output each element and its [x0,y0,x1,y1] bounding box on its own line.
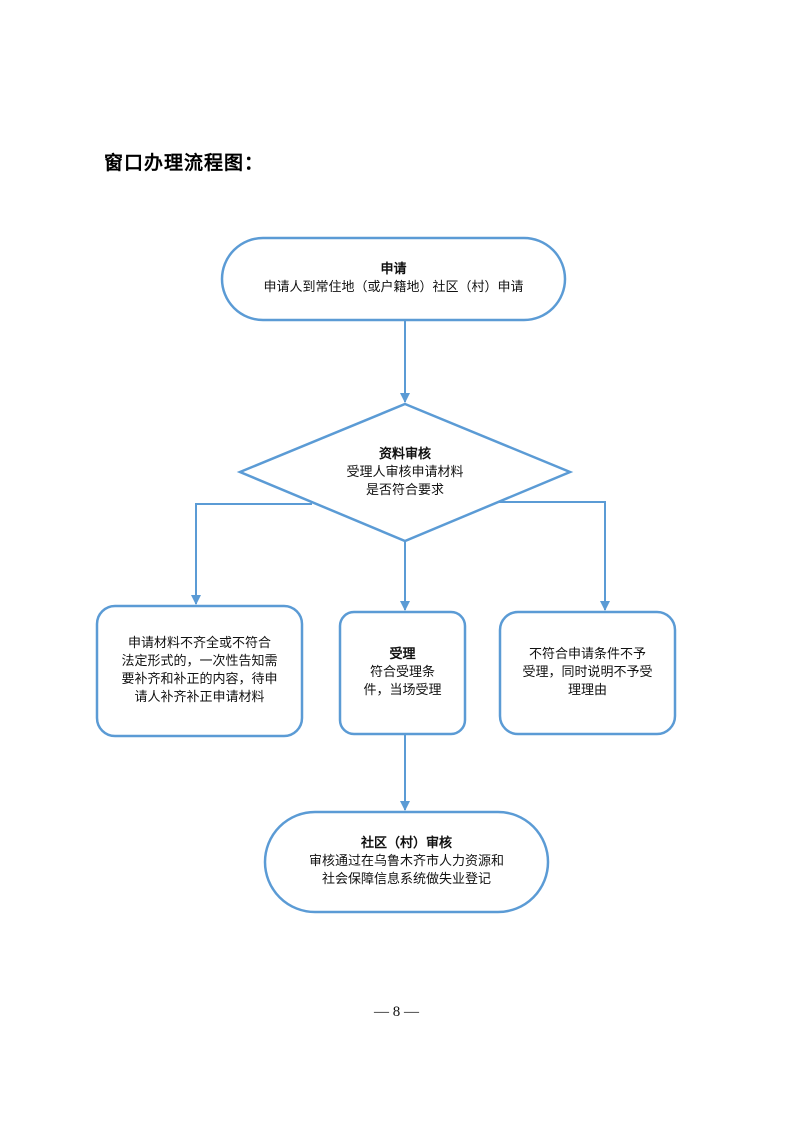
accept-node-heading: 受理 [389,647,416,662]
apply-node-heading: 申请 [380,262,407,277]
reject-node-text-line-3: 理理由 [567,683,607,698]
incomplete-node-text-line-3: 要补齐和补正的内容，待申 [121,672,278,687]
page-number: — 8 — [374,1004,419,1020]
incomplete-node: 申请材料不齐全或不符合 法定形式的，一次性告知需 要补齐和补正的内容，待申 请人… [97,606,302,736]
review-node-heading: 资料审核 [378,447,431,462]
incomplete-node-text-line-4: 请人补齐补正申请材料 [134,690,265,705]
review-node: 资料审核 受理人审核申请材料 是否符合要求 [300,440,510,506]
community-node-heading: 社区（村）审核 [360,836,452,851]
reject-node-text-line-2: 受理，同时说明不予受 [522,665,653,680]
accept-node-text-line-1: 符合受理条 [369,665,435,680]
community-node-shape [263,810,550,914]
accept-node-text-line-2: 件，当场受理 [363,683,442,698]
reject-node-text-line-1: 不符合申请条件不予 [528,647,646,662]
apply-node: 申请 申请人到常住地（或户籍地）社区（村）申请 [222,238,565,320]
apply-node-shape [220,236,567,322]
review-node-text-line-1: 受理人审核申请材料 [346,465,464,480]
page-title: 窗口办理流程图： [104,152,265,174]
reject-node-shape [498,610,677,736]
accept-node-shape [338,610,467,736]
reject-node: 不符合申请条件不予 受理，同时说明不予受 理理由 [500,612,675,734]
arrow-review-to-reject [498,501,610,611]
incomplete-node-text-line-2: 法定形式的，一次性告知需 [121,654,278,669]
incomplete-node-text-line-1: 申请材料不齐全或不符合 [127,636,271,651]
incomplete-node-shape [95,604,304,738]
arrow-review-to-incomplete [191,503,312,605]
accept-node: 受理 符合受理条 件，当场受理 [340,612,465,734]
community-node-text-line-2: 社会保障信息系统做失业登记 [321,872,491,887]
review-node-text-line-2: 是否符合要求 [365,483,444,498]
community-node-text-line-1: 审核通过在乌鲁木齐市人力资源和 [308,854,504,869]
apply-node-text: 申请人到常住地（或户籍地）社区（村）申请 [263,280,524,295]
community-node: 社区（村）审核 审核通过在乌鲁木齐市人力资源和 社会保障信息系统做失业登记 [265,812,548,912]
